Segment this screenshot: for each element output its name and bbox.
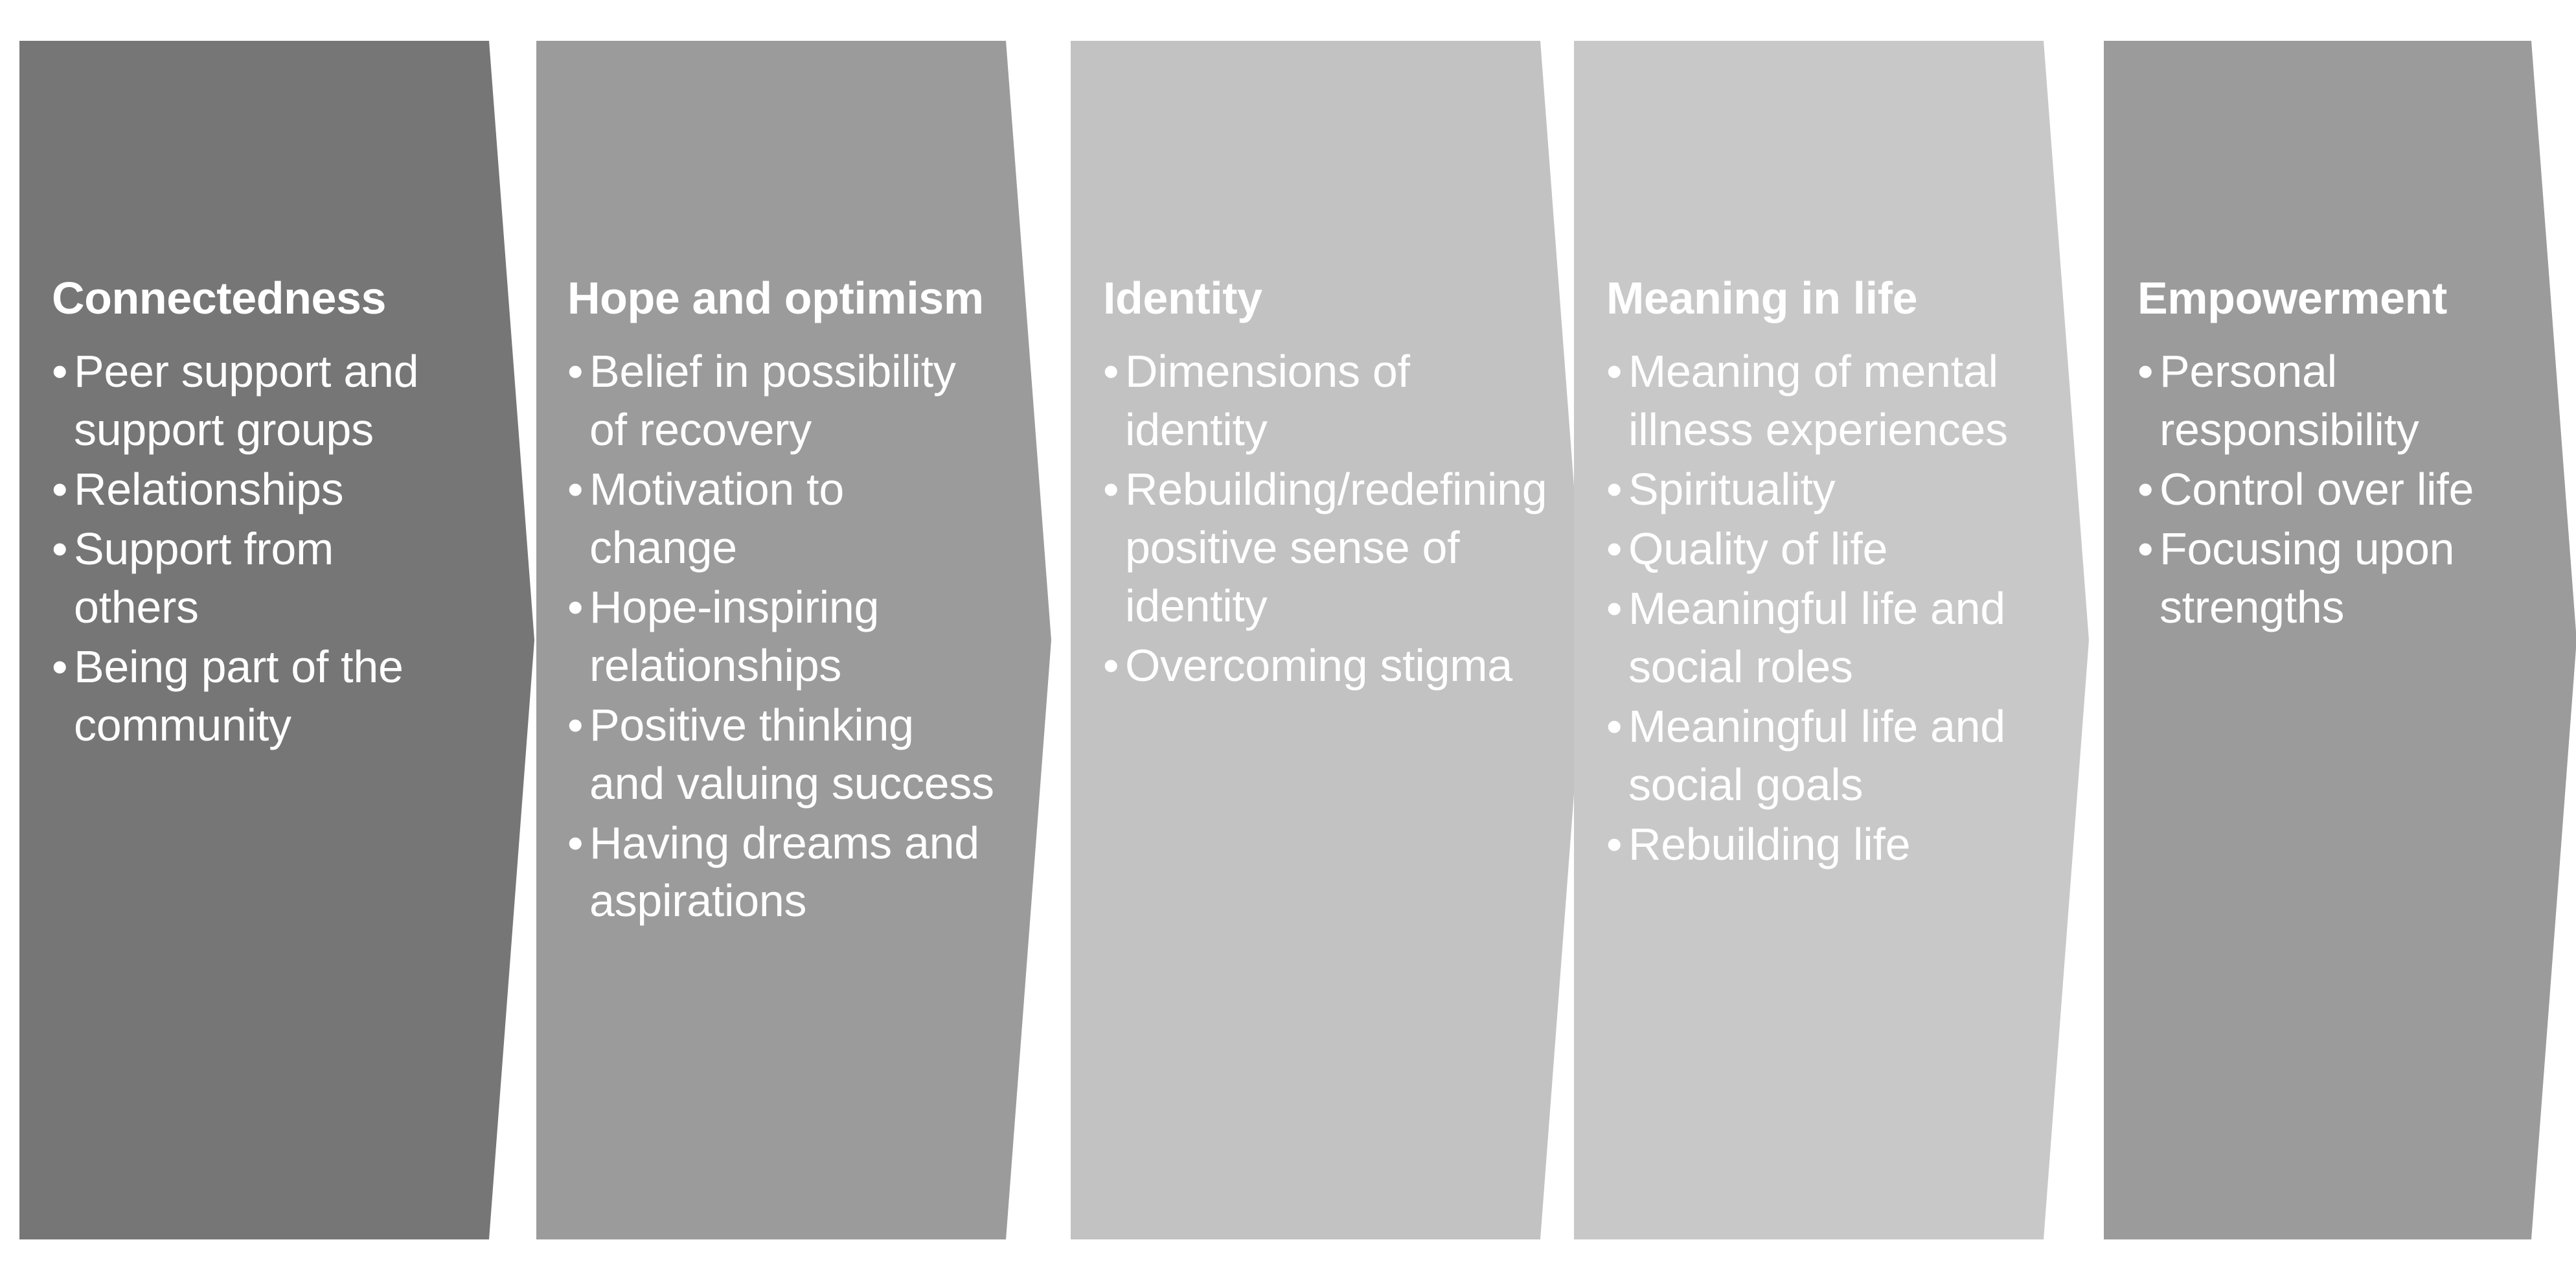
bullet-text: Hope-inspiring relationships [589, 581, 880, 691]
chevron-fill [536, 41, 1051, 1239]
chevron-shape-empowerment [2104, 41, 2576, 1239]
bullet-item: •Quality of life [1606, 520, 2008, 579]
bullet-dot-icon: • [52, 346, 68, 397]
bullet-text: Quality of life [1628, 523, 1888, 574]
bullet-text: Belief in possibility of recovery [589, 346, 956, 455]
chevron-shape-meaning-in-life [1574, 41, 2089, 1239]
chevron-fill [1574, 41, 2089, 1239]
bullet-dot-icon: • [567, 463, 584, 514]
chevron-empowerment[interactable]: Empowerment•Personal responsibility•Cont… [2104, 0, 2576, 1266]
bullet-item: •Meaning of mental illness experiences [1606, 343, 2008, 459]
bullet-dot-icon: • [567, 699, 584, 750]
bullet-text: Control over life [2160, 463, 2474, 514]
bullet-item: •Support from others [52, 520, 466, 637]
chevron-hope-and-optimism[interactable]: Hope and optimism•Belief in possibility … [536, 0, 1051, 1266]
bullet-dot-icon: • [2137, 346, 2154, 397]
bullet-item: •Peer support and support groups [52, 343, 466, 459]
chevron-title-connectedness: Connectedness [52, 273, 387, 323]
chevron-bullet-list-identity: •Dimensions of identity•Rebuilding/redef… [1103, 343, 1547, 695]
bullet-dot-icon: • [2137, 463, 2154, 514]
bullet-dot-icon: • [1606, 582, 1623, 634]
bullet-dot-icon: • [1606, 346, 1623, 397]
bullet-dot-icon: • [1606, 523, 1623, 574]
bullet-dot-icon: • [567, 817, 584, 868]
chevron-content-hope-and-optimism: Hope and optimism•Belief in possibility … [567, 275, 995, 932]
bullet-dot-icon: • [2137, 523, 2154, 574]
chevron-title-meaning-in-life: Meaning in life [1606, 273, 1918, 323]
chevron-title-hope-and-optimism: Hope and optimism [567, 273, 984, 323]
bullet-text: Meaning of mental illness experiences [1628, 346, 2008, 455]
chevron-bullet-list-empowerment: •Personal responsibility•Control over li… [2137, 343, 2539, 637]
bullet-text: Having dreams and aspirations [589, 817, 979, 926]
bullet-item: •Rebuilding/redefining positive sense of… [1103, 461, 1547, 636]
bullet-text: Spirituality [1628, 463, 1836, 514]
chevron-meaning-in-life[interactable]: Meaning in life•Meaning of mental illnes… [1574, 0, 2089, 1266]
bullet-text: Meaningful life and social roles [1628, 582, 2005, 692]
bullet-dot-icon: • [1103, 639, 1119, 691]
bullet-dot-icon: • [52, 641, 68, 692]
bullet-item: •Belief in possibility of recovery [567, 343, 995, 459]
bullet-item: •Spirituality [1606, 461, 2008, 519]
bullet-item: •Hope-inspiring relationships [567, 579, 995, 695]
bullet-item: •Meaningful life and social roles [1606, 580, 2008, 696]
bullet-dot-icon: • [1606, 818, 1623, 869]
chevron-identity[interactable]: Identity•Dimensions of identity•Rebuildi… [1071, 0, 1586, 1266]
chevron-shape-hope-and-optimism [536, 41, 1051, 1239]
chevron-shape-identity [1071, 41, 1586, 1239]
bullet-item: •Dimensions of identity [1103, 343, 1518, 459]
chevron-connectedness[interactable]: Connectedness•Peer support and support g… [19, 0, 534, 1266]
chevron-fill [2104, 41, 2576, 1239]
chevron-bullet-list-hope-and-optimism: •Belief in possibility of recovery•Motiv… [567, 343, 995, 930]
bullet-item: •Having dreams and aspirations [567, 814, 995, 931]
bullet-text: Peer support and support groups [74, 346, 419, 455]
chevron-content-meaning-in-life: Meaning in life•Meaning of mental illnes… [1606, 275, 2008, 875]
chevron-fill [19, 41, 534, 1239]
chevron-content-identity: Identity•Dimensions of identity•Rebuildi… [1103, 273, 1547, 696]
bullet-item: •Meaningful life and social goals [1606, 698, 2008, 814]
bullet-item: •Being part of the community [52, 638, 466, 755]
bullet-text: Dimensions of identity [1125, 346, 1410, 455]
chevron-content-connectedness: Connectedness•Peer support and support g… [52, 275, 466, 756]
bullet-text: Being part of the community [74, 641, 404, 750]
chevron-title-empowerment: Empowerment [2137, 273, 2447, 323]
bullet-item: •Relationships [52, 461, 466, 519]
bullet-text: Positive thinking and valuing success [589, 699, 994, 809]
bullet-text: Personal responsibility [2160, 346, 2419, 455]
bullet-item: •Focusing upon strengths [2137, 520, 2539, 637]
chevron-bullet-list-meaning-in-life: •Meaning of mental illness experiences•S… [1606, 343, 2008, 873]
bullet-item: •Positive thinking and valuing success [567, 696, 995, 813]
bullet-dot-icon: • [52, 523, 68, 574]
bullet-item: •Control over life [2137, 461, 2539, 519]
bullet-dot-icon: • [1103, 463, 1119, 514]
bullet-text: Support from others [74, 523, 334, 632]
chevron-shape-connectedness [19, 41, 534, 1239]
bullet-text: Meaningful life and social goals [1628, 700, 2005, 810]
bullet-dot-icon: • [567, 581, 584, 632]
bullet-text: Motivation to change [589, 463, 844, 573]
bullet-item: •Rebuilding life [1606, 816, 2008, 874]
bullet-item: •Motivation to change [567, 461, 995, 577]
bullet-dot-icon: • [1606, 463, 1623, 514]
bullet-dot-icon: • [52, 463, 68, 514]
bullet-text: Focusing upon strengths [2160, 523, 2455, 632]
bullet-item: •Personal responsibility [2137, 343, 2539, 459]
chevron-fill [1071, 41, 1586, 1239]
bullet-item: •Overcoming stigma [1103, 637, 1518, 695]
bullet-dot-icon: • [567, 346, 584, 397]
bullet-dot-icon: • [1103, 346, 1119, 397]
chevron-content-empowerment: Empowerment•Personal responsibility•Cont… [2137, 275, 2539, 638]
bullet-dot-icon: • [1606, 700, 1623, 752]
bullet-text: Overcoming stigma [1125, 639, 1512, 691]
chevron-bullet-list-connectedness: •Peer support and support groups•Relatio… [52, 343, 466, 755]
bullet-text: Rebuilding/redefining positive sense of … [1125, 463, 1547, 631]
chevron-title-identity: Identity [1103, 273, 1262, 323]
bullet-text: Rebuilding life [1628, 818, 1911, 869]
bullet-text: Relationships [74, 463, 344, 514]
